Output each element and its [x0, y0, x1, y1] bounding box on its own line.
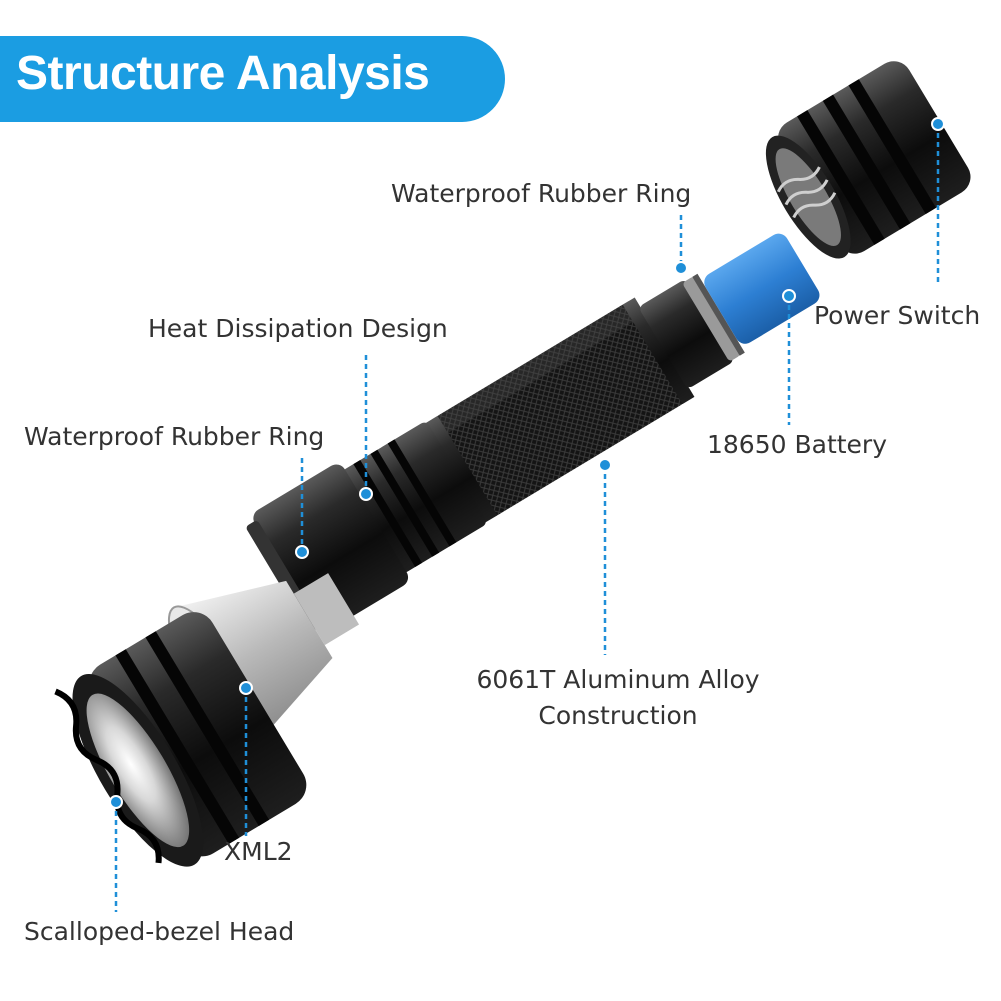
tail-cap — [765, 61, 971, 259]
label-battery: 18650 Battery — [707, 430, 888, 459]
label-heat-dissipation: Heat Dissipation Design — [148, 314, 448, 343]
page-title: Structure Analysis — [16, 47, 430, 100]
label-alloy-line1: 6061T Aluminum Alloy — [476, 665, 760, 694]
callout-lines — [114, 124, 940, 912]
label-power-switch: Power Switch — [814, 301, 981, 330]
body-tube — [246, 233, 820, 632]
bezel-head — [54, 612, 307, 867]
label-xml2: XML2 — [224, 837, 293, 866]
label-waterproof-ring-left: Waterproof Rubber Ring — [24, 422, 325, 451]
label-head: Scalloped-bezel Head — [24, 917, 295, 946]
callout-dots — [109, 117, 945, 809]
label-waterproof-ring-top: Waterproof Rubber Ring — [391, 179, 692, 208]
label-alloy-line2: Construction — [538, 701, 698, 730]
title-banner: Structure Analysis — [0, 36, 505, 122]
